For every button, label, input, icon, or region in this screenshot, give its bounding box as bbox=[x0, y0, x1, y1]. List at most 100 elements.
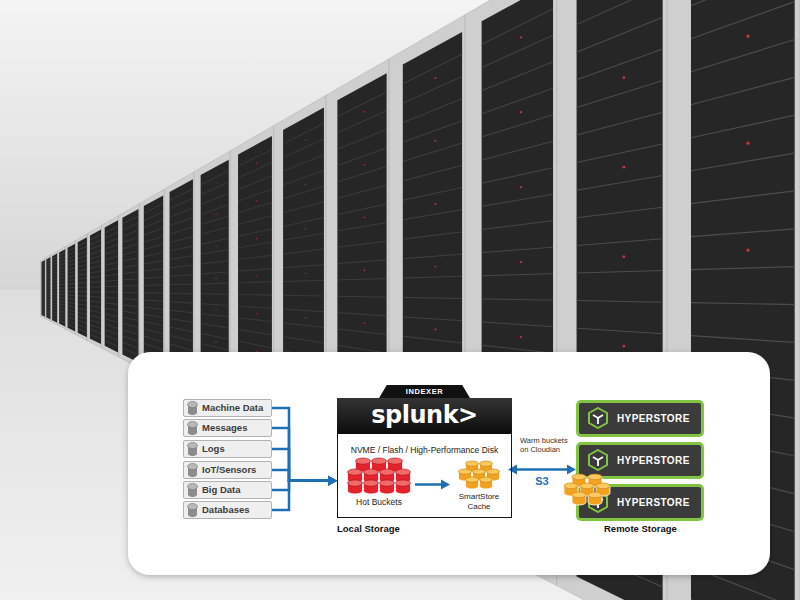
rack-unit bbox=[122, 230, 138, 237]
rack-unit bbox=[90, 240, 101, 245]
cylinder-top bbox=[572, 474, 586, 480]
status-light bbox=[215, 341, 216, 342]
rack-unit bbox=[691, 39, 795, 71]
connector bbox=[272, 476, 337, 490]
rack-unit bbox=[42, 268, 46, 269]
rack-unit bbox=[337, 148, 386, 166]
cylinder-top bbox=[188, 422, 198, 428]
rack-unit bbox=[482, 62, 553, 91]
rack-unit bbox=[52, 317, 57, 319]
connector bbox=[272, 428, 337, 486]
rack-unit bbox=[238, 202, 272, 213]
rack-unit bbox=[105, 330, 118, 335]
rack-unit bbox=[337, 111, 386, 133]
cylinder-top bbox=[364, 480, 379, 486]
rack-unit bbox=[691, 191, 795, 204]
rack-unit bbox=[170, 246, 193, 251]
cache-cylinders bbox=[455, 460, 503, 490]
rack-unit bbox=[105, 319, 118, 322]
rack-unit bbox=[238, 189, 272, 201]
rack-unit bbox=[68, 313, 76, 315]
hot-bucket-cylinders bbox=[344, 457, 414, 495]
rack-unit bbox=[337, 223, 386, 231]
rack-body bbox=[52, 253, 57, 322]
cylinder-caption: Hot Buckets bbox=[356, 497, 402, 507]
rack-unit bbox=[238, 281, 272, 283]
rack-unit bbox=[90, 250, 101, 254]
rack-unit bbox=[90, 245, 101, 249]
cylinder-top bbox=[188, 443, 198, 449]
rack-unit bbox=[68, 279, 76, 281]
rack-unit bbox=[170, 284, 193, 286]
rack-unit bbox=[52, 309, 57, 311]
rack-unit bbox=[283, 265, 324, 268]
rack-unit bbox=[691, 77, 795, 104]
rack-unit bbox=[337, 167, 386, 182]
rack-unit bbox=[238, 163, 272, 178]
rack-unit bbox=[52, 306, 57, 307]
status-light bbox=[623, 345, 626, 348]
rack-unit bbox=[144, 300, 163, 301]
status-light bbox=[215, 309, 216, 310]
rack-unit bbox=[59, 280, 65, 282]
hyperstore-box: HYPERSTORE bbox=[576, 400, 704, 437]
rack-unit bbox=[46, 288, 50, 289]
rack-unit bbox=[283, 280, 324, 281]
rack-unit bbox=[403, 336, 462, 343]
rack-unit bbox=[68, 260, 76, 263]
rack-unit bbox=[68, 310, 76, 312]
rack-unit bbox=[59, 287, 65, 288]
hyperstore-box: HYPERSTORE bbox=[576, 442, 704, 479]
rack-frame bbox=[139, 189, 164, 380]
rack-unit bbox=[46, 268, 50, 270]
status-light bbox=[215, 246, 216, 247]
rack-unit bbox=[283, 139, 324, 157]
rack-unit bbox=[42, 305, 46, 306]
rack-unit bbox=[122, 292, 138, 293]
rack-unit bbox=[201, 304, 229, 306]
rack-unit bbox=[238, 341, 272, 348]
cylinder-top bbox=[356, 458, 371, 464]
rack-unit bbox=[144, 244, 163, 249]
rack-unit bbox=[403, 121, 462, 142]
status-light bbox=[623, 255, 626, 258]
label-box: Remote Storage bbox=[604, 523, 677, 535]
rack-unit bbox=[68, 295, 76, 296]
rack-unit bbox=[59, 263, 65, 265]
rack-unit bbox=[577, 207, 663, 218]
rack-unit bbox=[337, 92, 386, 117]
rack-unit bbox=[238, 149, 272, 166]
status-light bbox=[256, 200, 257, 201]
database-icon bbox=[187, 503, 198, 518]
rack-unit bbox=[238, 255, 272, 259]
arrowhead bbox=[508, 465, 517, 475]
hyperstore-name: HYPERSTORE bbox=[617, 455, 695, 467]
rack-unit bbox=[403, 76, 462, 103]
connector bbox=[508, 465, 576, 475]
rack-unit bbox=[90, 320, 101, 323]
rack-unit bbox=[122, 285, 138, 286]
rack-unit bbox=[144, 329, 163, 334]
rack-unit bbox=[283, 186, 324, 199]
rack-unit bbox=[170, 319, 193, 323]
arrowhead bbox=[328, 476, 337, 486]
rack-unit bbox=[170, 256, 193, 260]
rack-unit bbox=[42, 310, 46, 311]
rack-unit bbox=[144, 322, 163, 326]
rack-unit bbox=[52, 303, 57, 304]
rack-unit bbox=[482, 9, 553, 45]
rack-unit bbox=[337, 204, 386, 215]
rack-unit bbox=[59, 317, 65, 320]
rack-unit bbox=[105, 308, 118, 310]
hot-buckets: Hot Buckets bbox=[343, 457, 415, 509]
rack-unit bbox=[238, 229, 272, 236]
rack-unit bbox=[283, 337, 324, 344]
rack-unit bbox=[105, 268, 118, 270]
status-light bbox=[364, 217, 366, 219]
rack-unit bbox=[68, 291, 76, 292]
rack-unit bbox=[122, 216, 138, 224]
rack-unit bbox=[78, 242, 87, 247]
rack-unit bbox=[46, 301, 50, 303]
rack-unit bbox=[78, 251, 87, 255]
rack-unit bbox=[68, 272, 76, 274]
